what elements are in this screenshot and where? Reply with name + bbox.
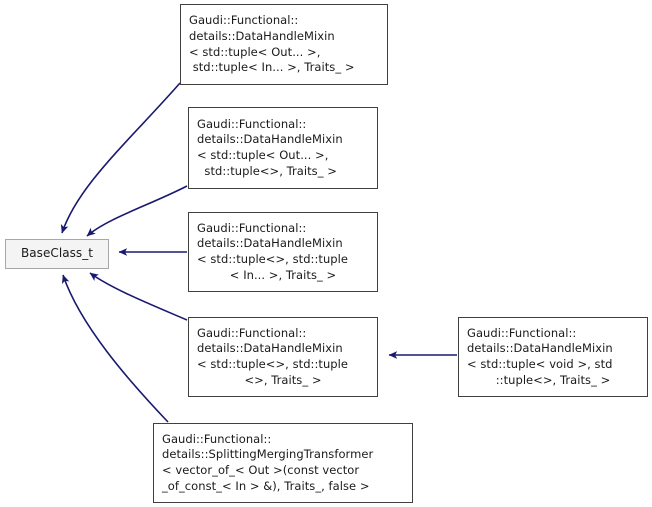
node-mixin-out-empty[interactable]: Gaudi::Functional:: details::DataHandleM… [188, 107, 378, 189]
node-splitting-merging-transformer-line-3: _of_const_< In > &), Traits_, false > [162, 478, 370, 493]
node-mixin-empty-in-line-3: < In... >, Traits_ > [229, 267, 337, 282]
node-base-class-t[interactable]: BaseClass_t [5, 239, 109, 269]
node-splitting-merging-transformer-line-0: Gaudi::Functional:: [162, 431, 272, 446]
node-mixin-out-empty-line-2: < std::tuple< Out... >, [197, 148, 329, 162]
node-mixin-out-in-line-2: < std::tuple< Out... >, [189, 44, 321, 59]
node-mixin-out-empty-line-1: details::DataHandleMixin [197, 132, 343, 147]
node-mixin-empty-empty-line-2: < std::tuple<>, std::tuple [197, 357, 349, 371]
node-mixin-empty-in[interactable]: Gaudi::Functional:: details::DataHandleM… [188, 212, 378, 292]
node-splitting-merging-transformer[interactable]: Gaudi::Functional:: details::SplittingMe… [153, 423, 413, 503]
node-mixin-out-in-line-3: std::tuple< In... >, Traits_ > [189, 60, 355, 75]
node-mixin-empty-in-line-0: Gaudi::Functional:: [197, 220, 307, 235]
edge-mixin-empty-empty-to-base [89, 272, 188, 321]
node-mixin-empty-empty-line-1: details::DataHandleMixin [197, 341, 343, 356]
node-splitting-merging-transformer-line-2: < vector_of_< Out >(const vector [162, 463, 360, 477]
node-mixin-void-empty-line-1: details::DataHandleMixin [467, 341, 613, 356]
node-mixin-empty-in-line-1: details::DataHandleMixin [197, 236, 343, 251]
node-mixin-empty-empty-line-3: <>, Traits_ > [244, 372, 322, 387]
node-mixin-void-empty-line-3: ::tuple<>, Traits_ > [495, 372, 611, 387]
node-mixin-out-in-line-0: Gaudi::Functional:: [189, 13, 299, 28]
node-splitting-merging-transformer-line-1: details::SplittingMergingTransformer [162, 447, 374, 462]
node-mixin-void-empty-line-2: < std::tuple< void >, std [467, 357, 613, 371]
edge-mixin-out-in-to-base [60, 82, 181, 234]
node-mixin-empty-in-line-2: < std::tuple<>, std::tuple [197, 252, 349, 266]
node-mixin-out-in-line-1: details::DataHandleMixin [189, 28, 335, 43]
node-mixin-empty-empty-line-0: Gaudi::Functional:: [197, 325, 307, 340]
node-mixin-out-empty-line-0: Gaudi::Functional:: [197, 116, 307, 131]
node-base-class-t-line-0: BaseClass_t [20, 246, 94, 261]
node-mixin-void-empty[interactable]: Gaudi::Functional:: details::DataHandleM… [458, 317, 648, 397]
node-mixin-void-empty-line-0: Gaudi::Functional:: [467, 325, 577, 340]
edge-mixin-out-empty-to-base [86, 185, 188, 237]
edge-splitting-merging-transformer-to-base [61, 274, 169, 423]
node-mixin-empty-empty[interactable]: Gaudi::Functional:: details::DataHandleM… [188, 317, 378, 397]
node-mixin-out-empty-line-3: std::tuple<>, Traits_ > [197, 163, 337, 178]
node-mixin-out-in[interactable]: Gaudi::Functional:: details::DataHandleM… [180, 4, 388, 85]
